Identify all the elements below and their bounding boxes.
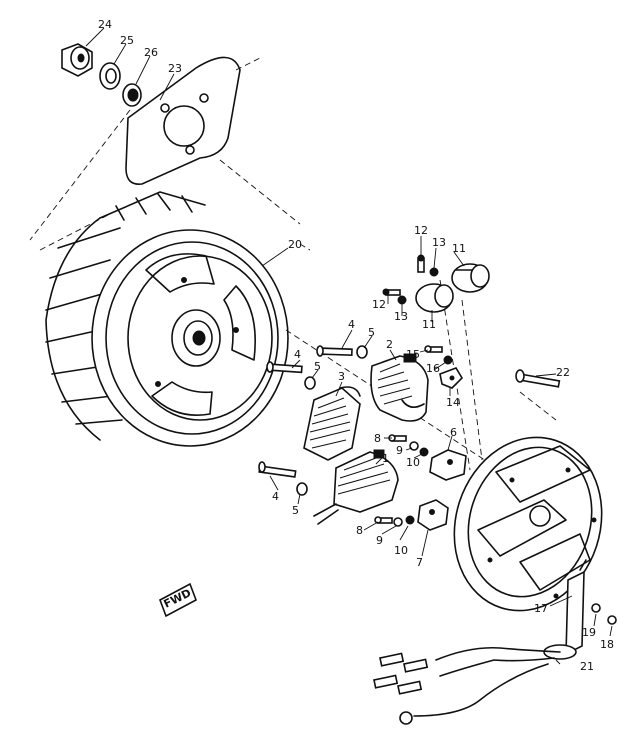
callout-9-upper: 9: [396, 444, 403, 457]
bolt-4-upper: [316, 345, 353, 357]
condenser-11-upper: [451, 263, 490, 293]
coil-3: [303, 386, 361, 461]
callout-12-lower: 12: [372, 298, 386, 311]
stator-base-plate: [453, 436, 603, 612]
callout-13-upper: 13: [432, 236, 446, 249]
washer-26: [122, 83, 142, 107]
callout-5-lower: 5: [292, 504, 299, 517]
flywheel-20: [45, 191, 289, 447]
coil-2: [370, 353, 429, 422]
callout-7: 7: [416, 556, 423, 569]
callout-5-middle: 5: [314, 360, 321, 373]
condenser-11-lower: [415, 283, 454, 313]
wire-clip-19: [591, 603, 601, 613]
callout-23: 23: [168, 62, 182, 75]
callout-14: 14: [446, 396, 460, 409]
callout-25: 25: [120, 34, 134, 47]
callout-labels: 24 25 26 23 20 12 13 11 12 13 11 4 5 2 4…: [98, 18, 614, 673]
screw-8-lower: [374, 516, 393, 524]
coil-1: [313, 449, 399, 525]
callout-26: 26: [144, 46, 158, 59]
callout-4-upper: 4: [348, 318, 355, 331]
callout-12-upper: 12: [414, 224, 428, 237]
gasket-plate-23: [125, 56, 241, 185]
callout-10-upper: 10: [406, 456, 420, 469]
callout-5-upper: 5: [368, 326, 375, 339]
contact-breaker-7: [417, 499, 449, 531]
callout-10-lower: 10: [394, 544, 408, 557]
washer-5-upper: [356, 345, 368, 359]
callout-4-middle: 4: [294, 348, 301, 361]
screw-15: [424, 345, 443, 353]
washer-13-lower: [397, 295, 407, 305]
callout-11-upper: 11: [452, 242, 466, 255]
bolt-22: [515, 369, 561, 388]
callout-19: 19: [582, 626, 596, 639]
wire-harness: [373, 646, 561, 725]
washer-5-middle: [304, 376, 316, 390]
nut-24: [61, 43, 93, 77]
callout-8-lower: 8: [356, 524, 363, 537]
washer-10-lower: [405, 515, 415, 525]
wire-tag-17: [579, 559, 587, 571]
callout-24: 24: [98, 18, 112, 31]
washer-9-upper: [409, 441, 419, 451]
callout-18: 18: [600, 638, 614, 651]
callout-15: 15: [406, 348, 420, 361]
callout-20: 20: [288, 238, 302, 251]
callout-6: 6: [450, 426, 457, 439]
washer-25: [99, 62, 121, 90]
washer-5-lower: [296, 482, 308, 496]
forward-direction-marker: FWD: [159, 582, 197, 618]
screw-12-lower: [382, 288, 401, 296]
callout-3: 3: [338, 370, 345, 383]
callout-2: 2: [386, 338, 393, 351]
callout-4-lower: 4: [272, 490, 279, 503]
washer-13-upper: [429, 267, 439, 277]
bolt-4-lower: [258, 461, 297, 478]
callout-16: 16: [426, 362, 440, 375]
callout-21: 21: [580, 660, 594, 673]
screw-18: [607, 615, 617, 625]
callout-13-lower: 13: [394, 310, 408, 323]
screw-12-upper: [417, 254, 425, 273]
callout-17: 17: [534, 602, 548, 615]
callout-1: 1: [382, 452, 389, 465]
leader-lines: [85, 27, 613, 665]
contact-breaker-14: [439, 367, 464, 389]
alignment-lines: [29, 57, 557, 471]
callout-11-lower: 11: [422, 318, 436, 331]
washer-9-lower: [393, 517, 403, 527]
callout-22: 22: [556, 366, 570, 379]
callout-8-upper: 8: [374, 432, 381, 445]
contact-breaker-6: [429, 449, 467, 481]
callout-9-lower: 9: [376, 534, 383, 547]
flywheel-fins: [45, 191, 206, 441]
